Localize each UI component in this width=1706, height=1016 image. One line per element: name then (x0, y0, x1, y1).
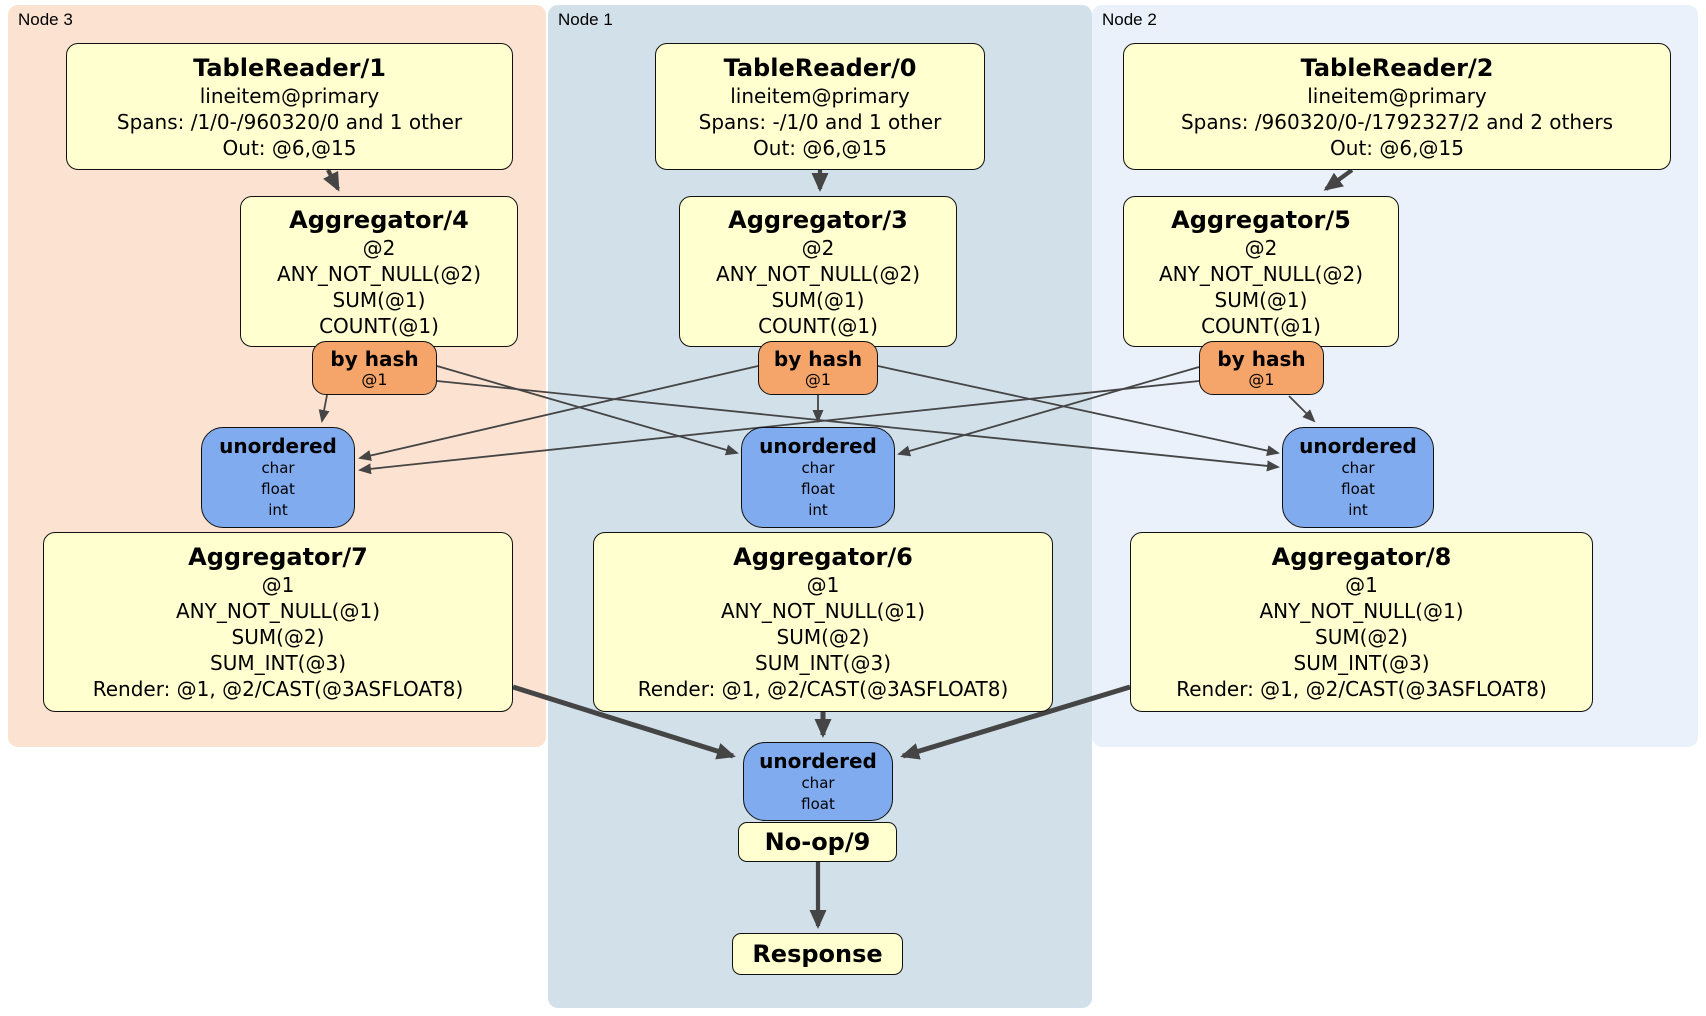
tablereader2-box: TableReader/2 lineitem@primary Spans: /9… (1123, 43, 1671, 170)
sync-title: unordered (1299, 434, 1417, 458)
sync-column: int (1348, 501, 1368, 519)
processor-title: TableReader/0 (723, 53, 917, 82)
unordered-sync-node1: unordered char float int (741, 427, 895, 528)
hash-router-node1: by hash @1 (758, 341, 878, 395)
processor-detail: Spans: /1/0-/960320/0 and 1 other (116, 109, 463, 134)
tablereader0-box: TableReader/0 lineitem@primary Spans: -/… (655, 43, 985, 170)
processor-detail: COUNT(@1) (319, 313, 439, 338)
processor-detail: @1 (1345, 573, 1378, 597)
processor-detail: lineitem@primary (730, 83, 910, 108)
processor-title: TableReader/1 (193, 53, 386, 82)
processor-detail: ANY_NOT_NULL(@1) (1259, 599, 1464, 623)
processor-detail: SUM(@1) (771, 287, 865, 312)
processor-title: Aggregator/8 (1271, 543, 1452, 571)
processor-detail: Spans: -/1/0 and 1 other (698, 109, 942, 134)
processor-detail: SUM(@2) (1315, 625, 1408, 649)
processor-title: Response (752, 940, 883, 968)
processor-title: Aggregator/6 (733, 543, 913, 571)
sync-column: char (1341, 459, 1375, 477)
processor-detail: SUM(@2) (231, 625, 325, 649)
aggregator5-box: Aggregator/5 @2 ANY_NOT_NULL(@2) SUM(@1)… (1123, 196, 1399, 347)
aggregator4-box: Aggregator/4 @2 ANY_NOT_NULL(@2) SUM(@1)… (240, 196, 518, 347)
processor-detail: SUM_INT(@3) (1293, 651, 1430, 675)
sync-column: float (1341, 480, 1375, 498)
noop9-box: No-op/9 (738, 822, 897, 862)
processor-detail: @1 (261, 573, 295, 597)
processor-detail: ANY_NOT_NULL(@1) (721, 599, 925, 623)
processor-detail: @2 (362, 235, 396, 260)
sync-title: unordered (759, 434, 877, 458)
processor-title: Aggregator/3 (728, 205, 908, 234)
router-title: by hash (773, 347, 863, 371)
sync-column: int (268, 501, 288, 519)
processor-detail: Out: @6,@15 (222, 135, 357, 160)
response-box: Response (732, 933, 903, 975)
tablereader1-box: TableReader/1 lineitem@primary Spans: /1… (66, 43, 513, 170)
processor-detail: SUM_INT(@3) (755, 651, 891, 675)
processor-detail: COUNT(@1) (758, 313, 878, 338)
processor-detail: Render: @1, @2/CAST(@3ASFLOAT8) (92, 677, 464, 701)
sync-column: char (801, 773, 835, 792)
processor-detail: @2 (1244, 235, 1278, 260)
node2-label: Node 2 (1102, 10, 1157, 29)
processor-title: Aggregator/5 (1171, 205, 1351, 234)
processor-detail: SUM_INT(@3) (210, 651, 346, 675)
processor-detail: ANY_NOT_NULL(@1) (176, 599, 380, 623)
sync-column: char (261, 459, 295, 477)
processor-detail: SUM(@1) (332, 287, 426, 312)
sync-column: float (801, 794, 835, 813)
processor-detail: @1 (806, 573, 840, 597)
processor-detail: @2 (801, 235, 835, 260)
node1-label: Node 1 (558, 10, 613, 29)
router-key: @1 (361, 370, 388, 389)
node3-label: Node 3 (18, 10, 73, 29)
sync-title: unordered (759, 748, 877, 773)
sync-column: float (801, 480, 835, 498)
processor-title: TableReader/2 (1300, 53, 1494, 82)
unordered-sync-final: unordered char float (743, 742, 893, 821)
processor-detail: lineitem@primary (199, 83, 380, 108)
processor-title: No-op/9 (764, 828, 871, 856)
router-title: by hash (330, 347, 419, 371)
processor-title: Aggregator/4 (289, 205, 469, 234)
processor-detail: Out: @6,@15 (753, 135, 887, 160)
aggregator8-box: Aggregator/8 @1 ANY_NOT_NULL(@1) SUM(@2)… (1130, 532, 1593, 712)
processor-detail: SUM(@1) (1214, 287, 1308, 312)
router-key: @1 (804, 370, 832, 389)
hash-router-node2: by hash @1 (1199, 341, 1324, 395)
sync-column: float (261, 480, 295, 498)
processor-detail: Render: @1, @2/CAST(@3ASFLOAT8) (637, 677, 1009, 701)
sync-column: char (801, 459, 835, 477)
aggregator6-box: Aggregator/6 @1 ANY_NOT_NULL(@1) SUM(@2)… (593, 532, 1053, 712)
processor-detail: ANY_NOT_NULL(@2) (1159, 261, 1363, 286)
processor-title: Aggregator/7 (188, 543, 368, 571)
processor-detail: Out: @6,@15 (1330, 135, 1464, 160)
aggregator3-box: Aggregator/3 @2 ANY_NOT_NULL(@2) SUM(@1)… (679, 196, 957, 347)
aggregator7-box: Aggregator/7 @1 ANY_NOT_NULL(@1) SUM(@2)… (43, 532, 513, 712)
processor-detail: COUNT(@1) (1201, 313, 1321, 338)
router-key: @1 (1248, 370, 1275, 389)
processor-detail: ANY_NOT_NULL(@2) (716, 261, 920, 286)
processor-detail: ANY_NOT_NULL(@2) (277, 261, 481, 286)
sync-title: unordered (219, 434, 337, 458)
processor-detail: Spans: /960320/0-/1792327/2 and 2 others (1180, 109, 1613, 134)
router-title: by hash (1217, 347, 1306, 371)
unordered-sync-node2: unordered char float int (1282, 427, 1434, 528)
hash-router-node3: by hash @1 (312, 341, 437, 395)
sync-column: int (808, 501, 828, 519)
unordered-sync-node3: unordered char float int (201, 427, 355, 528)
processor-detail: SUM(@2) (776, 625, 870, 649)
processor-detail: lineitem@primary (1307, 83, 1487, 108)
processor-detail: Render: @1, @2/CAST(@3ASFLOAT8) (1176, 677, 1547, 701)
